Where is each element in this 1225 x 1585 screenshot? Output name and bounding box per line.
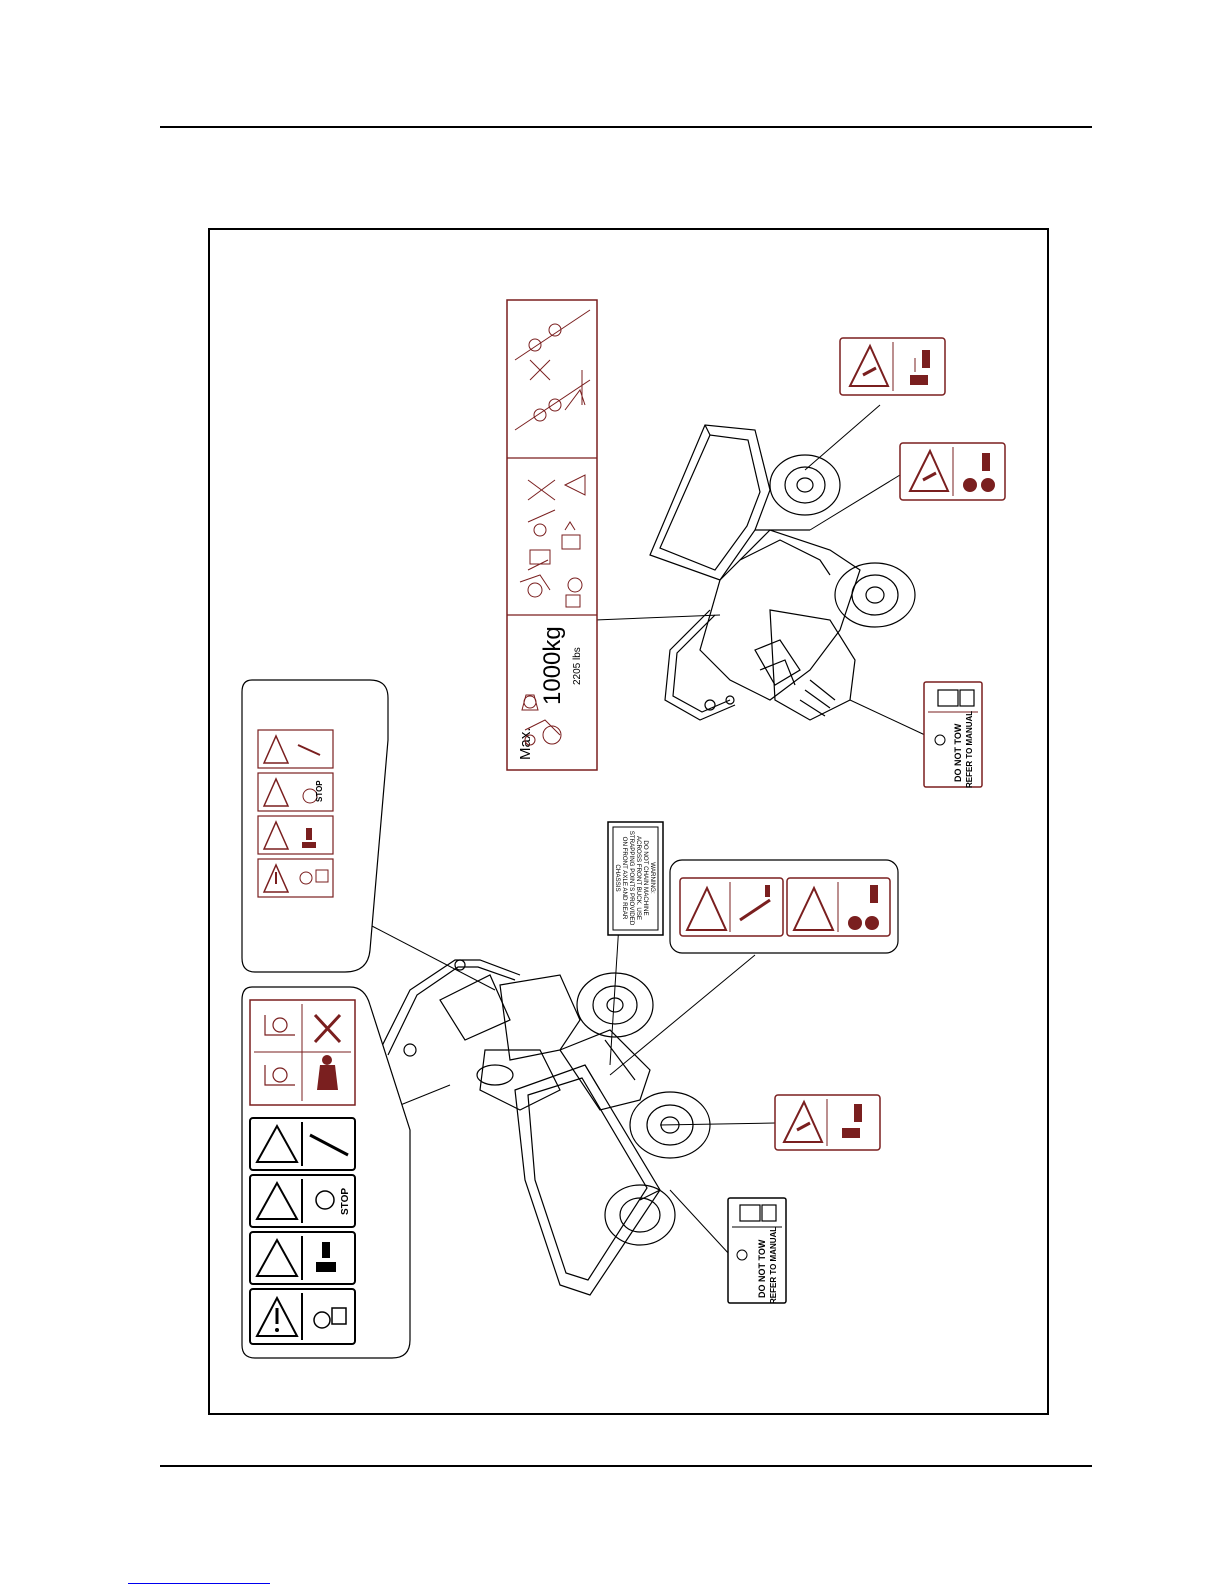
decal-location-figure: Max. 1000kg 2205 lbs: [208, 228, 1049, 1415]
do-not-tow-decal-rear: DO NOT TOW REFER TO MANUAL: [924, 682, 982, 788]
capacity-lbs: 2205 lbs: [572, 647, 583, 685]
hand-crush-decal-rear: [840, 338, 945, 395]
chain-warning-line5: CHASSIS: [614, 864, 621, 891]
refer-manual-rear: REFER TO MANUAL: [965, 711, 974, 788]
load-limit-decal: Max. 1000kg 2205 lbs: [507, 300, 597, 770]
hand-crush-decal-front: [775, 1095, 880, 1150]
crush-wheel-decal-rear: [900, 443, 1005, 500]
chain-warning-line2: ACROSS FRONT BUCK. USE: [635, 836, 642, 920]
do-not-tow-rear: DO NOT TOW: [953, 723, 963, 782]
chain-warning-decal: WARNING: DO NOT CHAIN MACHINE ACROSS FRO…: [608, 822, 663, 935]
do-not-tow-front: DO NOT TOW: [757, 1239, 767, 1298]
refer-manual-front: REFER TO MANUAL: [769, 1227, 778, 1304]
footer-link-underline[interactable]: [128, 1583, 270, 1584]
chain-warning-heading: WARNING:: [649, 862, 656, 894]
stop-label-large: STOP: [340, 1188, 351, 1215]
stop-label-small: STOP: [315, 780, 324, 802]
decal-diagram-svg: Max. 1000kg 2205 lbs: [210, 230, 1051, 1417]
chain-warning-line3: STRAPPING POINTS PROVIDED: [628, 831, 635, 926]
header-rule: [160, 126, 1092, 128]
operator-decals-panel-lower: STOP: [242, 987, 410, 1358]
chain-warning-line4: ON FRONT AXLE AND REAR: [621, 837, 628, 920]
max-label: Max.: [517, 727, 534, 760]
machine-drawing-rear: [650, 425, 915, 720]
front-decals-panel: [670, 860, 898, 953]
machine-drawing-front: [380, 960, 710, 1295]
operator-decals-panel-upper: STOP: [242, 680, 388, 972]
capacity-kg: 1000kg: [539, 626, 566, 705]
footer-rule: [160, 1465, 1092, 1467]
chain-warning-line1: DO NOT CHAIN MACHINE: [642, 840, 649, 915]
do-not-tow-decal-front: DO NOT TOW REFER TO MANUAL: [728, 1198, 786, 1304]
